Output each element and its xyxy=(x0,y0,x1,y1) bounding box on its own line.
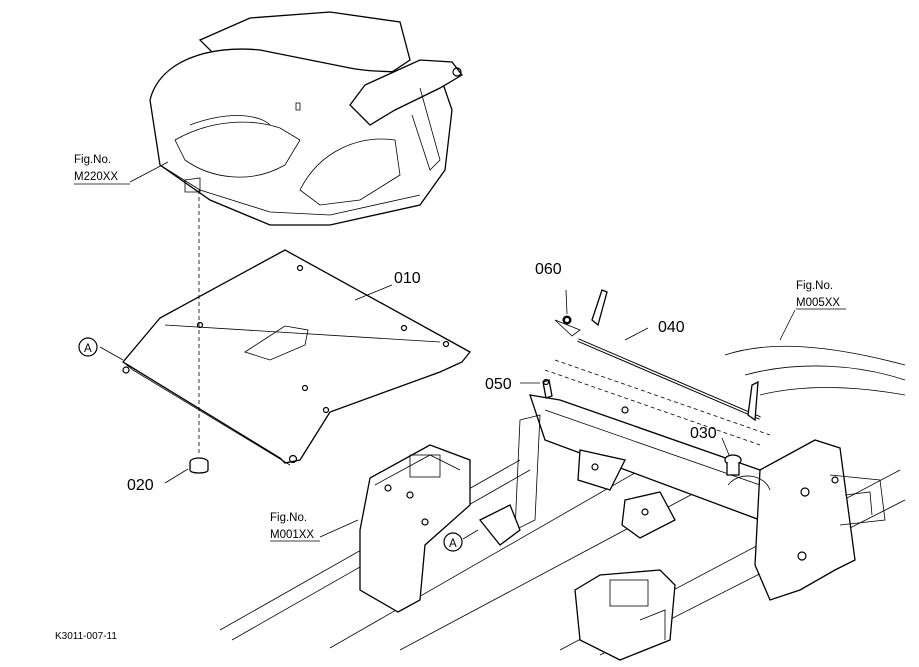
callout-050: 050 xyxy=(485,376,512,393)
rubber-mount-020 xyxy=(189,457,209,474)
fig-ref-frame-right-label: Fig.No. xyxy=(796,280,833,292)
spring-060 xyxy=(562,315,572,325)
knob-030 xyxy=(724,454,771,491)
callout-020: 020 xyxy=(127,477,154,494)
svg-text:A: A xyxy=(449,538,457,550)
pin-050 xyxy=(542,378,553,399)
leader-lines xyxy=(99,161,796,540)
callout-060: 060 xyxy=(535,261,562,278)
seat-plate-010 xyxy=(122,249,471,466)
drawing-code: K3011-007-11 xyxy=(55,631,117,642)
callout-010: 010 xyxy=(394,270,421,287)
svg-text:A: A xyxy=(84,343,92,355)
callout-030: 030 xyxy=(690,425,717,442)
frame-illustration xyxy=(219,359,906,661)
fig-ref-seat-code: M220XX xyxy=(74,171,118,183)
marker-a-top: A xyxy=(78,337,98,357)
lever-rod-040 xyxy=(554,289,761,422)
fig-ref-frame-left-label: Fig.No. xyxy=(270,512,307,524)
fig-ref-frame-right-code: M005XX xyxy=(796,297,840,309)
seat-illustration xyxy=(149,11,463,226)
body-contour xyxy=(724,345,906,396)
fig-ref-seat-label: Fig.No. xyxy=(74,154,111,166)
callout-040: 040 xyxy=(658,319,685,336)
marker-a-bottom: A xyxy=(443,532,463,552)
fig-ref-frame-left-code: M001XX xyxy=(270,529,314,541)
